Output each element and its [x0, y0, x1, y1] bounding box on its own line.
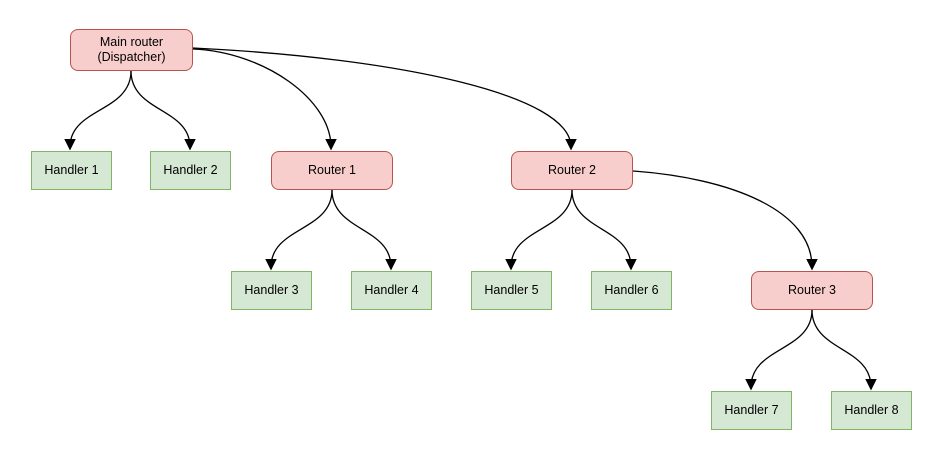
node-handler-3-label: Handler 3 [244, 283, 299, 297]
node-handler-1: Handler 1 [31, 151, 112, 190]
node-router-1: Router 1 [271, 151, 393, 190]
node-main-router: Main router (Dispatcher) [70, 29, 193, 71]
node-handler-2: Handler 2 [150, 151, 231, 190]
edge-router-1-to-handler-3 [265, 189, 333, 271]
node-handler-7-label: Handler 7 [724, 403, 779, 417]
node-router-2-label: Router 2 [548, 163, 596, 177]
node-router-1-label: Router 1 [308, 163, 356, 177]
node-handler-8: Handler 8 [831, 391, 912, 430]
node-router-3: Router 3 [751, 271, 873, 310]
edge-router-1-to-handler-4 [331, 189, 397, 271]
node-handler-2-label: Handler 2 [163, 163, 218, 177]
node-handler-3: Handler 3 [231, 271, 312, 310]
edge-main-router-to-router-2 [192, 47, 577, 151]
edge-router-2-to-handler-6 [571, 189, 637, 271]
edge-router-3-to-handler-7 [745, 309, 813, 391]
edge-main-router-to-handler-2 [130, 70, 196, 151]
node-handler-5: Handler 5 [471, 271, 552, 310]
node-handler-6: Handler 6 [591, 271, 672, 310]
node-router-3-label: Router 3 [788, 283, 836, 297]
node-handler-1-label: Handler 1 [44, 163, 99, 177]
node-handler-8-label: Handler 8 [844, 403, 899, 417]
node-main-router-label: Main router (Dispatcher) [97, 35, 166, 64]
edge-main-router-to-router-1 [192, 48, 337, 151]
edge-router-2-to-handler-5 [505, 189, 573, 271]
edge-router-2-to-router-3 [632, 170, 818, 271]
node-router-2: Router 2 [511, 151, 633, 190]
node-handler-7: Handler 7 [711, 391, 792, 430]
node-handler-5-label: Handler 5 [484, 283, 539, 297]
node-handler-4-label: Handler 4 [364, 283, 419, 297]
node-handler-4: Handler 4 [351, 271, 432, 310]
edge-main-router-to-handler-1 [64, 70, 132, 151]
edge-router-3-to-handler-8 [811, 309, 877, 391]
node-handler-6-label: Handler 6 [604, 283, 659, 297]
